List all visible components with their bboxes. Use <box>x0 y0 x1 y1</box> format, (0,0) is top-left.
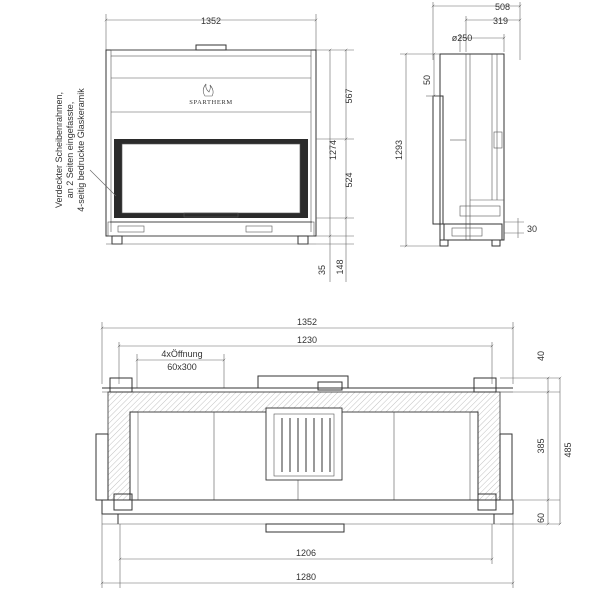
side-height-label: 1293 <box>394 140 404 160</box>
front-width-label: 1352 <box>201 16 221 26</box>
flame-icon <box>202 83 214 97</box>
plan-right-total-label: 485 <box>563 442 573 457</box>
side-offset-label: 50 <box>422 75 432 85</box>
plan-right-top-label: 40 <box>536 351 546 361</box>
side-foot-label: 30 <box>527 224 537 234</box>
side-view: 508 319 ø250 50 1293 30 <box>394 2 537 248</box>
front-view: 1352 SPARTHERM <box>89 14 354 282</box>
opening-label-line1: 4xÖffnung <box>161 349 202 359</box>
plan-bottom-inner-label: 1206 <box>296 548 316 558</box>
side-depth-label: 508 <box>495 2 510 12</box>
brand-logo: SPARTHERM <box>189 99 232 106</box>
side-note: Verdeckter Scheibenrahmen, an 2 Seiten e… <box>54 88 86 212</box>
front-total-height-label: 1274 <box>328 140 338 160</box>
svg-text:4-seitig bedruckte Glaskeramik: 4-seitig bedruckte Glaskeramik <box>76 88 86 212</box>
plan-right-bottom-label: 60 <box>536 513 546 523</box>
front-base-label-a: 35 <box>317 265 327 275</box>
front-upper-height-label: 567 <box>344 88 354 103</box>
svg-text:Verdeckter Scheibenrahmen,: Verdeckter Scheibenrahmen, <box>54 92 64 208</box>
plan-bottom-outer-label: 1280 <box>296 572 316 582</box>
flue-diameter-label: ø250 <box>452 33 473 43</box>
grate <box>265 407 343 481</box>
svg-text:an 2 Seiten eingefasste,: an 2 Seiten eingefasste, <box>65 102 75 199</box>
side-inner-depth-label: 319 <box>493 16 508 26</box>
plan-view: 1352 1230 4xÖffnung 60x300 <box>95 317 573 588</box>
front-base-label-b: 148 <box>335 259 345 274</box>
opening-label-line2: 60x300 <box>167 362 197 372</box>
front-glass-height-label: 524 <box>344 172 354 187</box>
plan-right-mid-label: 385 <box>536 438 546 453</box>
plan-outer-width-label: 1352 <box>297 317 317 327</box>
plan-inner-width-label: 1230 <box>297 335 317 345</box>
